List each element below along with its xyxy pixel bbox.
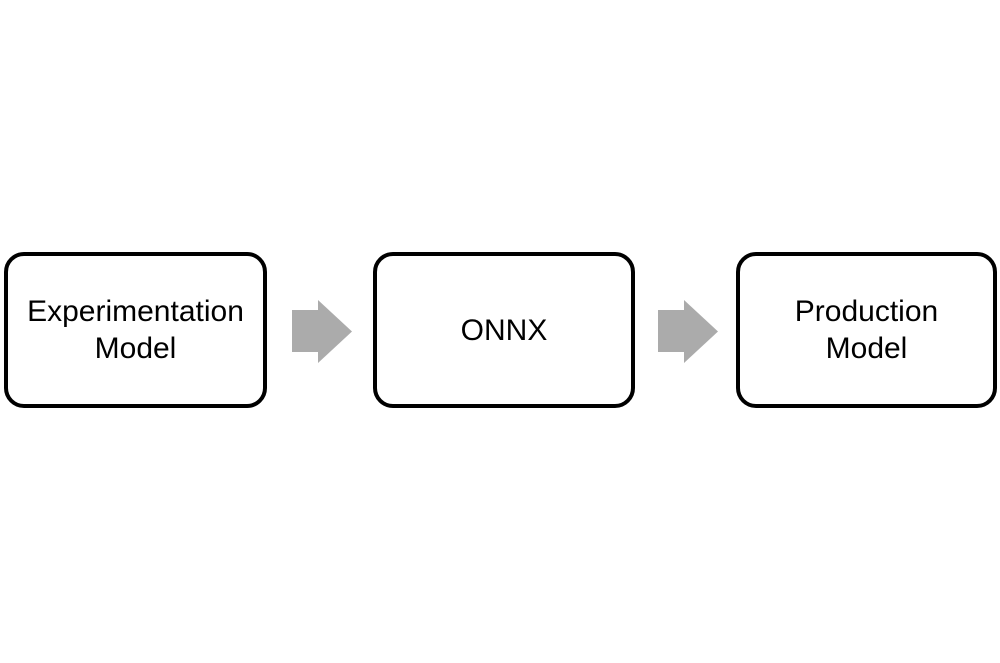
node-label-line: ONNX: [460, 313, 548, 347]
node-production-model: Production Model: [736, 252, 997, 408]
node-label-line: Experimentation: [27, 295, 244, 328]
node-onnx: ONNX: [373, 252, 635, 408]
node-label-line: Model: [94, 332, 177, 365]
node-experimentation-model: Experimentation Model: [4, 252, 267, 408]
node-label-line: Production: [794, 295, 939, 328]
block-arrow-right-icon: [292, 300, 352, 363]
block-arrow-right-icon: [658, 300, 718, 363]
node-label-line: Model: [825, 332, 908, 365]
